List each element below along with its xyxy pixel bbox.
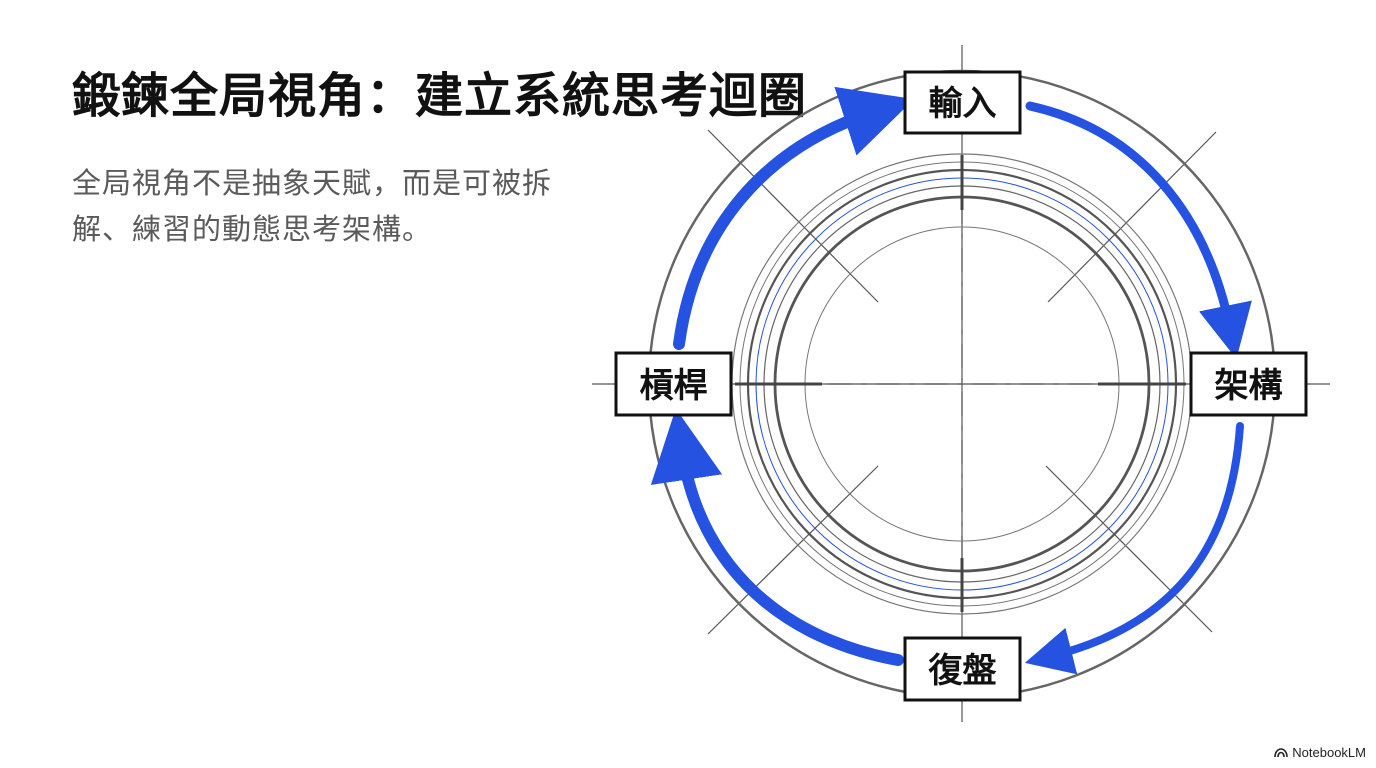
node-review: 復盤 — [903, 636, 1022, 702]
page-subtitle: 全局視角不是抽象天賦，而是可被拆解、練習的動態思考架構。 — [72, 166, 553, 246]
arrow-leverage-to-input — [673, 86, 914, 350]
center-ticks — [735, 155, 1186, 612]
footer-brand: NotebookLM — [1274, 745, 1366, 760]
arrow-review-to-leverage — [650, 408, 904, 666]
notebooklm-logo-icon — [1274, 747, 1289, 757]
node-label-framework: 架構 — [1215, 366, 1283, 406]
node-input: 輸入 — [903, 70, 1022, 135]
node-label-leverage: 槓桿 — [640, 366, 708, 406]
page-title: 鍛鍊全局視角：建立系統思考迴圈 — [72, 68, 808, 124]
footer-brand-label: NotebookLM — [1292, 745, 1366, 760]
cycle-arrows — [650, 86, 1252, 675]
node-label-input: 輸入 — [929, 84, 997, 124]
arrow-input-to-framework — [1025, 101, 1252, 359]
node-label-review: 復盤 — [928, 651, 997, 691]
arrow-framework-to-review — [1024, 422, 1244, 675]
center-dashes — [780, 200, 1150, 570]
node-framework: 架構 — [1189, 351, 1308, 417]
node-leverage: 槓桿 — [614, 351, 733, 417]
